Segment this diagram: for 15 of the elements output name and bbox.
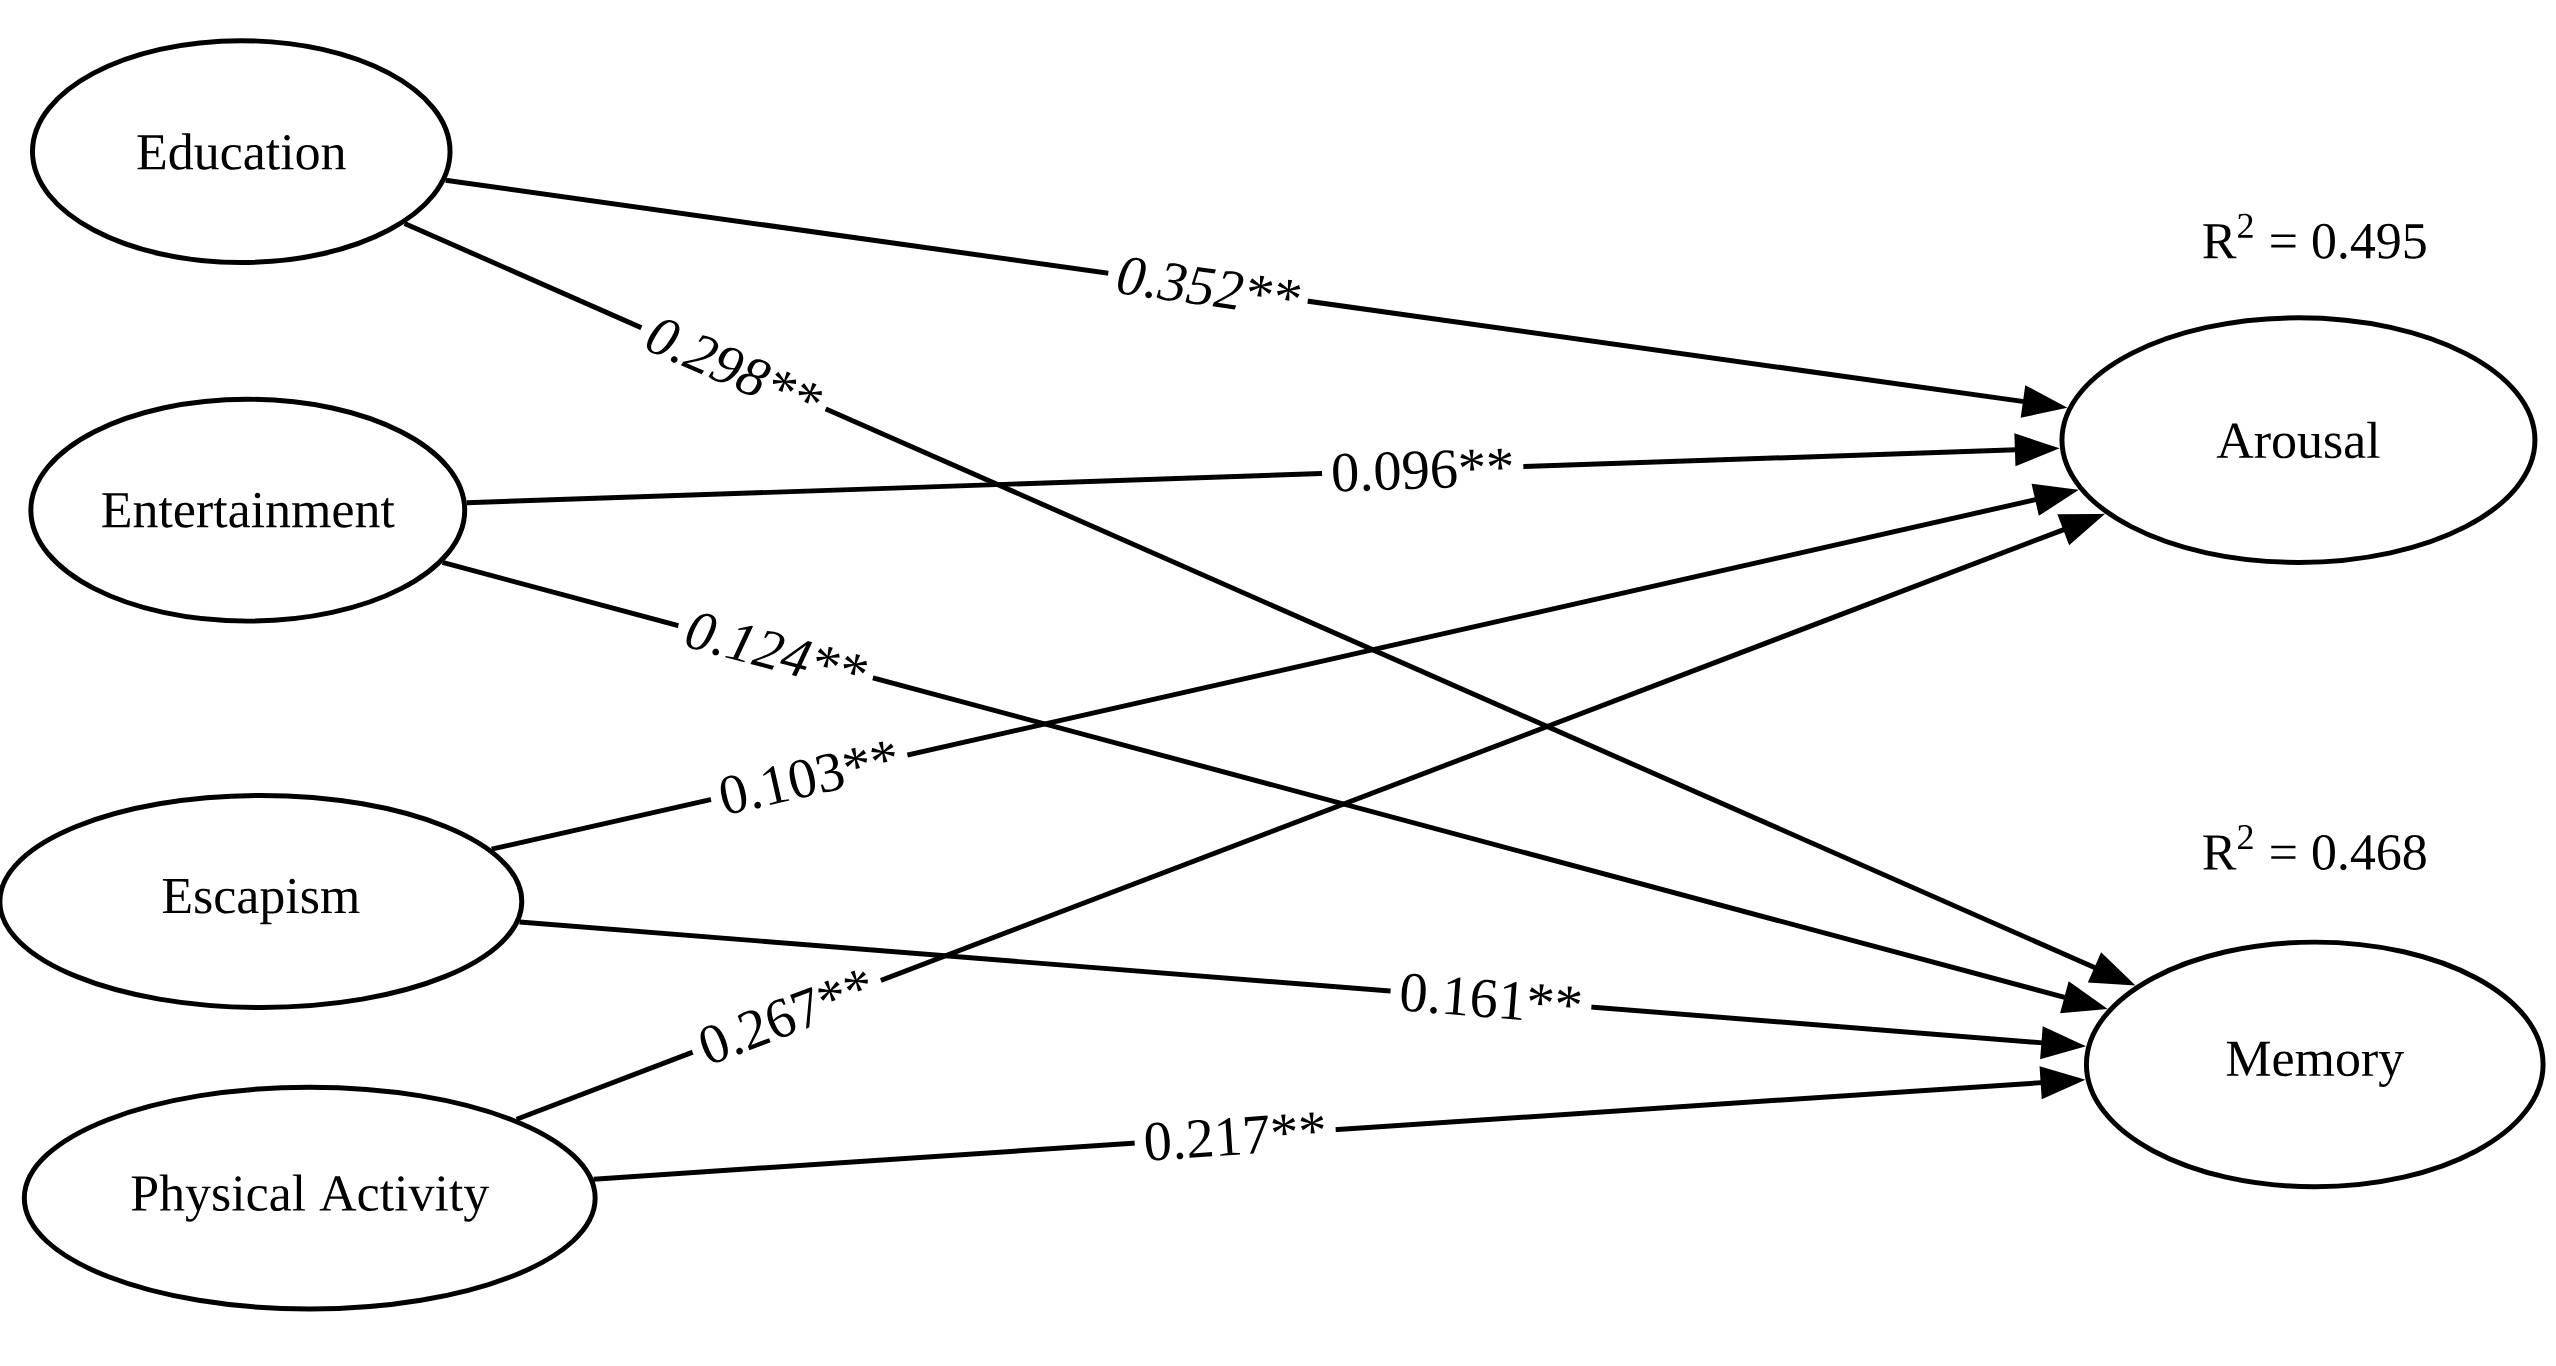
ellipse-node: Education	[30, 38, 453, 265]
edge-label: 0.217**	[1145, 1112, 1324, 1161]
edge-label: 0.103**	[720, 741, 895, 814]
ellipse-node: Arousal	[2059, 315, 2538, 565]
edge-label: 0.267**	[700, 970, 868, 1063]
r-squared-label: R$^{2}$ = 0.495	[2203, 213, 2426, 259]
ellipse-node: Memory	[2083, 939, 2546, 1190]
ellipse-node: Physical Activity	[21, 1084, 598, 1312]
edge-label: 0.298**	[647, 320, 822, 404]
ellipse-node: Entertainment	[28, 396, 468, 624]
edge-label: 0.096**	[1333, 448, 1512, 492]
edge-label: 0.161**	[1401, 973, 1581, 1020]
edge-label: 0.352**	[1118, 257, 1301, 310]
edge-label: 0.124**	[686, 613, 867, 677]
r-squared-label: R$^{2}$ = 0.468	[2203, 825, 2426, 871]
